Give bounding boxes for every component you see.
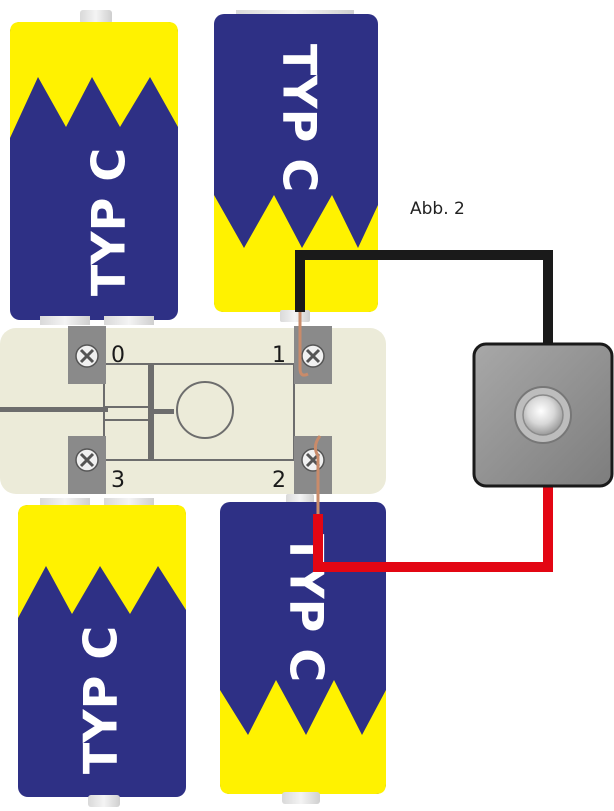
battery-bottom-left: TYP C	[18, 498, 186, 807]
battery-base-contact	[104, 498, 154, 507]
terminal-label-3: 3	[111, 468, 125, 493]
terminal-label-0: 0	[111, 343, 125, 368]
copper-lead-bottom	[313, 435, 322, 520]
terminal-label-1: 1	[272, 343, 286, 368]
terminal-label-2: 2	[272, 468, 286, 493]
screw-icon	[301, 448, 325, 472]
battery-top-right: TYP C	[214, 10, 378, 322]
screw-icon	[75, 448, 99, 472]
battery-cap	[220, 680, 386, 794]
battery-label: TYP C	[74, 626, 128, 774]
screw-icon	[75, 344, 99, 368]
battery-label: TYP C	[280, 534, 334, 682]
battery-top-left: TYP C	[10, 10, 178, 325]
switch-circle	[176, 381, 234, 439]
battery-terminal-tip	[80, 10, 112, 24]
switch-divider	[148, 364, 154, 460]
battery-bottom-right: TYP C	[220, 494, 386, 804]
battery-cap	[10, 22, 178, 138]
battery-terminal-tip	[280, 310, 310, 322]
battery-base-contact	[40, 316, 90, 325]
switch-contact	[154, 409, 174, 414]
copper-lead-top	[298, 310, 309, 377]
battery-label: TYP C	[273, 44, 327, 192]
screw-icon	[301, 344, 325, 368]
wire-black	[295, 250, 553, 348]
switch-board: 0 1 3 2	[0, 326, 386, 494]
battery-cap	[18, 505, 186, 618]
battery-base-contact	[40, 498, 90, 507]
wire-red	[313, 486, 553, 572]
battery-label: TYP C	[82, 148, 136, 296]
battery-base-contact	[104, 316, 154, 325]
pushbutton-icon	[472, 342, 614, 488]
battery-terminal-tip	[88, 795, 120, 807]
board-lead	[0, 407, 108, 412]
figure-label: Abb. 2	[410, 199, 465, 219]
pushbutton-cap	[522, 394, 564, 436]
battery-terminal-tip	[282, 792, 320, 804]
